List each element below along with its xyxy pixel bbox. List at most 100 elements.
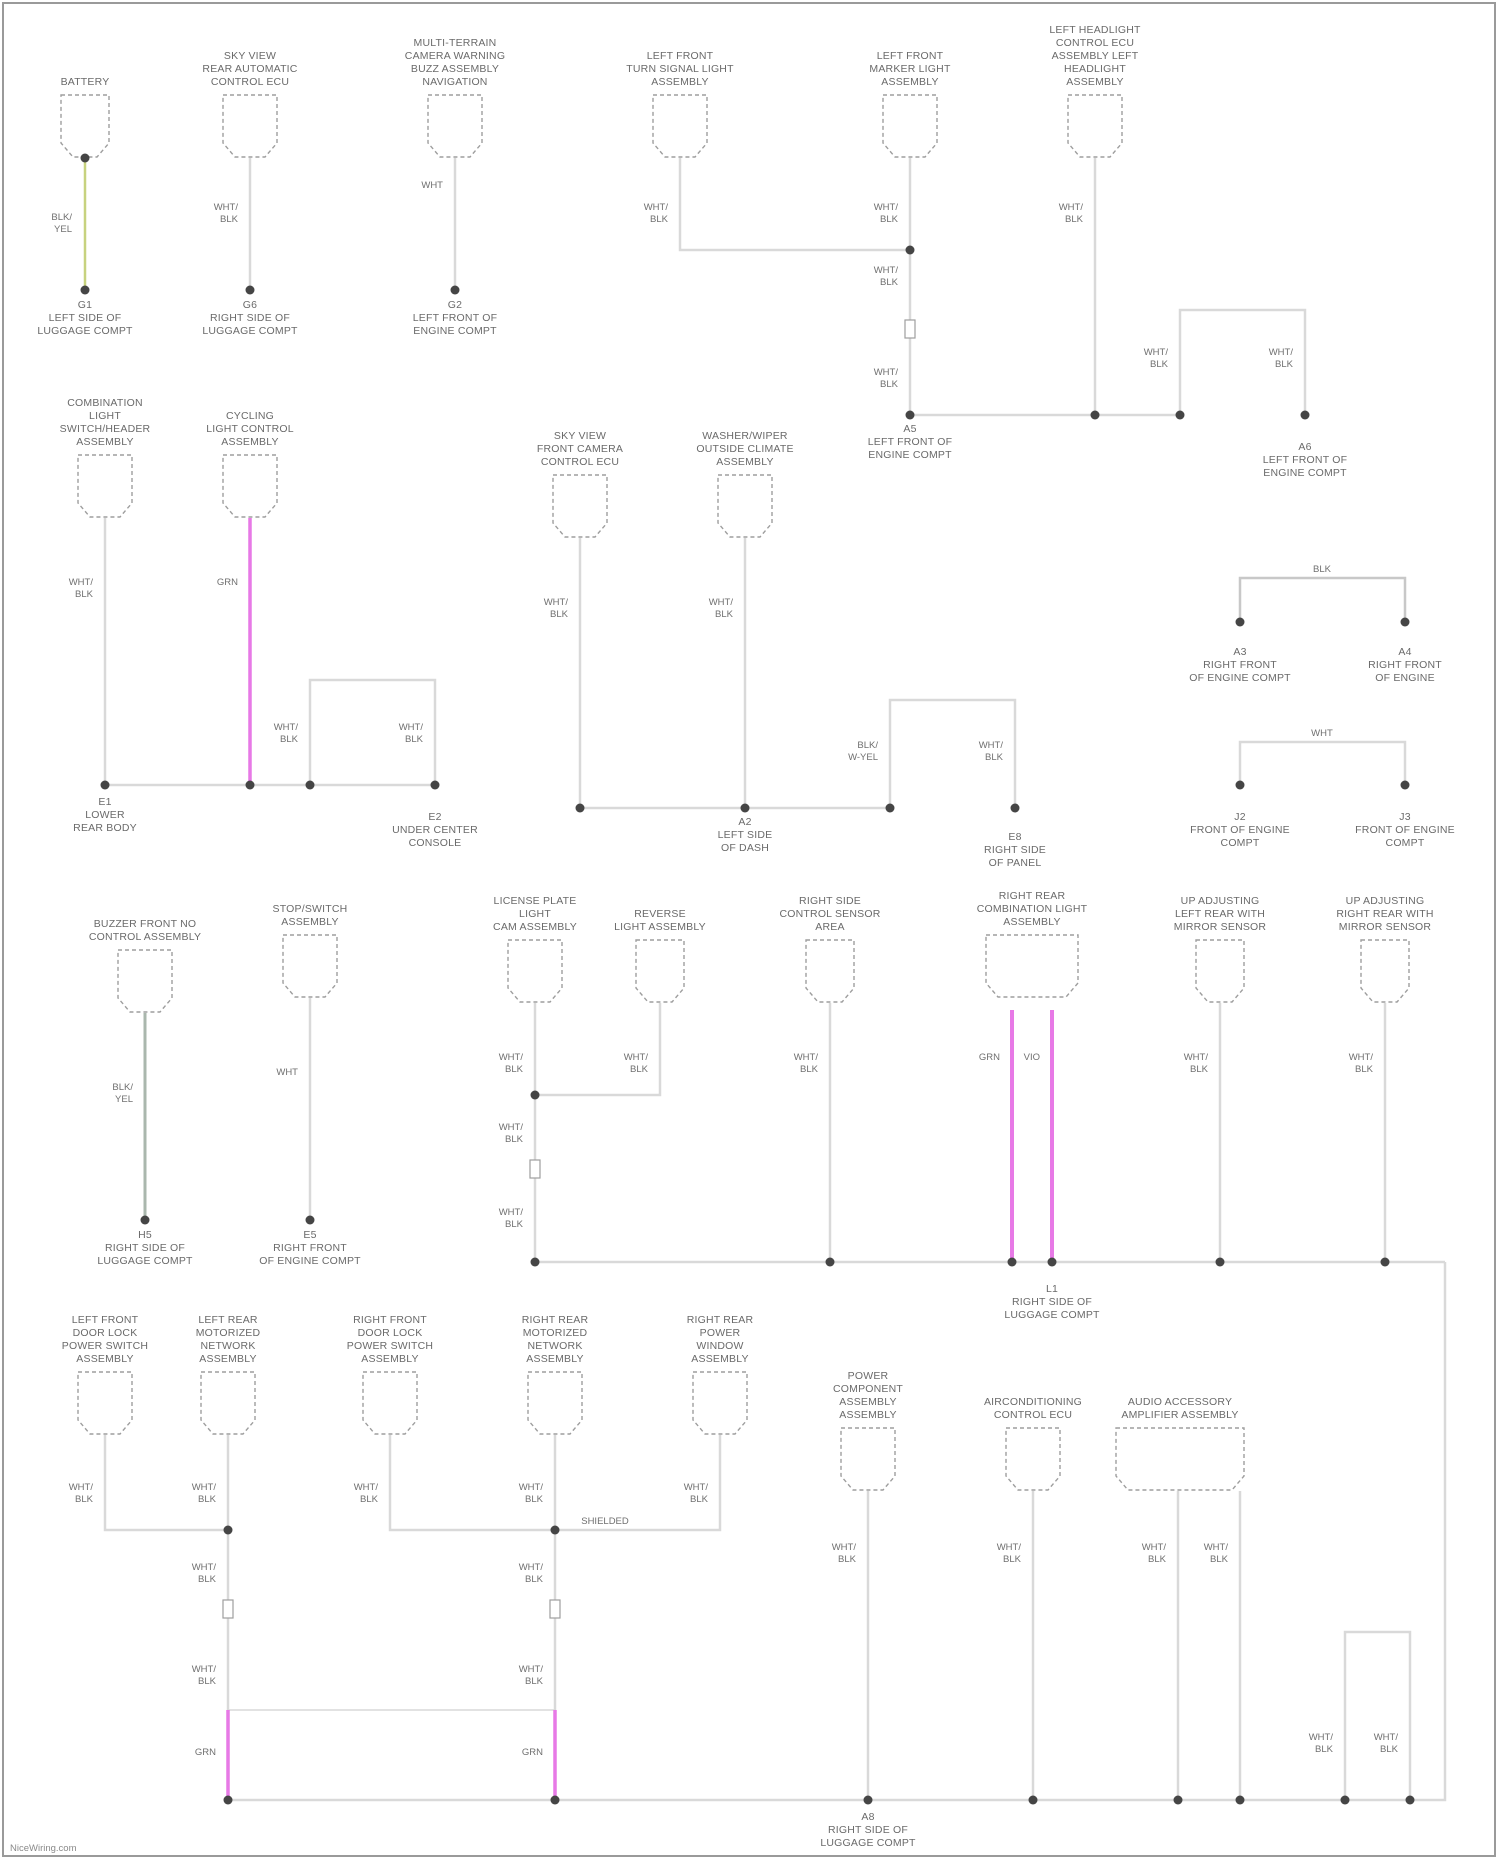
wire-color-label-line: BLK [505,1134,524,1145]
ground-label-g3-line: G2 [448,299,462,311]
ground-label-g16-line: L1 [1046,1283,1058,1295]
wire-color-label-line: BLK [198,1574,217,1585]
ground-label-g5-line: A6 [1298,441,1311,453]
wire-color-label-line: WHT/ [354,1482,379,1493]
component-label-c16-line: RIGHT REAR [999,890,1066,902]
component-label-c18-line: RIGHT REAR WITH [1336,908,1433,920]
wire-color-label-line: WHT/ [192,1482,217,1493]
wire [1240,578,1405,622]
component-label-c22-line: MOTORIZED [523,1327,588,1339]
component-connector-c6 [1068,95,1122,157]
wire-color-label-line: GRN [195,1747,216,1758]
ground-node [1401,781,1410,790]
wire-color-label: BLK/YEL [51,212,72,235]
wire-color-label: WHT/BLK [874,202,899,225]
wire-color-label-line: WHT/ [69,1482,94,1493]
component-connector-c24 [841,1428,895,1490]
wire-color-label-line: BLK [1148,1554,1167,1565]
ground-node [81,154,90,163]
component-label-c3-line: MULTI-TERRAIN [414,37,497,49]
wire-color-label-line: WHT/ [832,1542,857,1553]
wire-color-label-line: BLK [198,1676,217,1687]
ground-node [1048,1258,1057,1267]
wire-color-label-line: BLK [880,277,899,288]
wire-color-label: GRN [979,1052,1000,1063]
component-label-c3-line: NAVIGATION [422,76,487,88]
ground-node [1176,411,1185,420]
ground-label-g3: G2LEFT FRONT OFENGINE COMPT [413,299,497,337]
wire-color-label: WHT [276,1067,298,1078]
wire-color-label-line: BLK [838,1554,857,1565]
ground-label-g5-line: ENGINE COMPT [1263,467,1347,479]
wire-color-label: WHT/BLK [709,597,734,620]
component-label-c15-line: CONTROL SENSOR [779,908,880,920]
component-connector-c25 [1006,1428,1060,1490]
ground-label-g6-line: REAR BODY [73,822,137,834]
ground-label-g13-line: J3 [1399,811,1411,823]
component-connector-c26 [1116,1428,1244,1490]
wire-color-label: WHT/BLK [1059,202,1084,225]
component-connector-c16 [986,935,1078,997]
ground-label-g5-line: LEFT FRONT OF [1263,454,1347,466]
component-label-c10: WASHER/WIPEROUTSIDE CLIMATEASSEMBLY [696,430,793,468]
ground-label-g13-line: COMPT [1386,837,1425,849]
ground-node [906,246,915,255]
component-label-c8-line: LIGHT CONTROL [206,423,294,435]
ground-node [246,286,255,295]
wire-color-label-line: WHT/ [1204,1542,1229,1553]
component-label-c21-line: DOOR LOCK [358,1327,423,1339]
wire-color-label-line: BLK [1275,359,1294,370]
component-label-c6: LEFT HEADLIGHTCONTROL ECUASSEMBLY LEFTHE… [1049,24,1141,88]
wire-color-label-line: BLK [198,1494,217,1505]
ground-label-g17-line: RIGHT SIDE OF [828,1824,908,1836]
ground-node [81,286,90,295]
component-connector-c19 [78,1372,132,1434]
wire-color-label-line: BLK [75,1494,94,1505]
label-layer: BATTERYBLK/YELG1LEFT SIDE OFLUGGAGE COMP… [37,24,1455,1849]
ground-label-g6-line: E1 [98,796,111,808]
ground-label-g4-line: A5 [903,423,916,435]
wire-color-label-line: GRN [979,1052,1000,1063]
ground-label-g14-line: RIGHT SIDE OF [105,1242,185,1254]
component-label-c26-line: AUDIO ACCESSORY [1128,1396,1232,1408]
wire-color-label: GRN [217,577,238,588]
wire-color-label: BLK/W-YEL [848,740,878,763]
wire-color-label-line: GRN [522,1747,543,1758]
component-label-c10-line: OUTSIDE CLIMATE [696,443,793,455]
wire [1410,1262,1445,1800]
wire-color-label-line: BLK [525,1574,544,1585]
component-label-c1: BATTERY [61,76,110,88]
wire-color-label: WHT/BLK [1204,1542,1229,1565]
wire-color-label: WHT/BLK [519,1562,544,1585]
wire-color-label: WHT/BLK [274,722,299,745]
wire-color-label-line: WHT/ [997,1542,1022,1553]
ground-label-g7-line: E2 [428,811,441,823]
watermark-text: NiceWiring.com [10,1843,77,1854]
wire-color-label-line: WHT/ [1142,1542,1167,1553]
component-connector-c3 [428,95,482,157]
ground-label-g2-line: LUGGAGE COMPT [202,325,298,337]
wire-color-label-line: WHT [276,1067,298,1078]
ground-label-g13-line: FRONT OF ENGINE [1355,824,1455,836]
wire-color-label-line: BLK [550,609,569,620]
wire-color-label: WHT/BLK [794,1052,819,1075]
ground-label-g10-line: A3 [1233,646,1246,658]
wire-color-label: WHT/BLK [69,1482,94,1505]
component-label-c15-line: AREA [815,921,844,933]
wire-color-label-line: WHT/ [874,202,899,213]
ground-node [141,1216,150,1225]
ground-node [306,1216,315,1225]
wire-color-label-line: BLK [1315,1744,1334,1755]
component-label-c13-line: LIGHT [519,908,551,920]
wire-color-label-line: YEL [115,1094,133,1105]
wire-color-label-line: BLK [880,379,899,390]
ground-label-g11-line: RIGHT FRONT [1368,659,1442,671]
component-label-c11: BUZZER FRONT NOCONTROL ASSEMBLY [89,918,201,943]
ground-label-g4-line: ENGINE COMPT [868,449,952,461]
